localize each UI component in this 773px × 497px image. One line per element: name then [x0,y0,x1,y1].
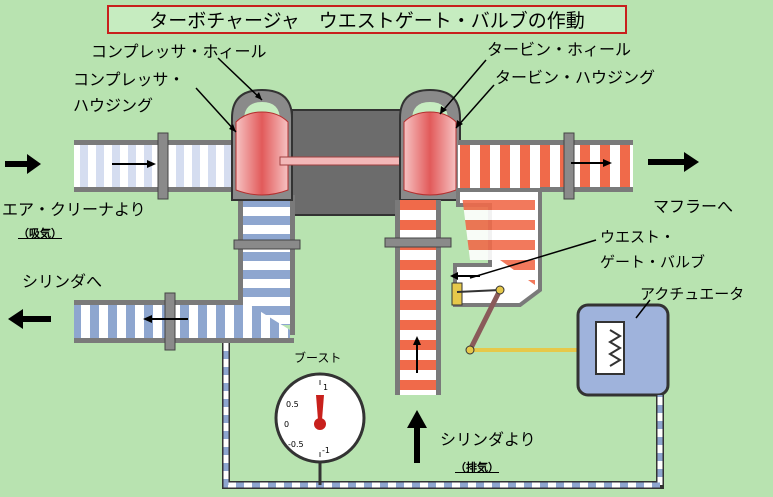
label-to-muffler: マフラーへ [653,197,734,216]
to-cylinder-pipe [74,292,294,351]
label-air-cleaner-from: エア・クリーナより [2,200,146,219]
label-wastegate-2: ゲート・バルブ [600,253,706,271]
label-to-cylinder: シリンダへ [22,272,103,291]
shaft [279,156,411,166]
compressor-assembly [231,88,293,201]
label-actuator: アクチュエータ [640,285,745,303]
intake-pipe [74,132,234,200]
boost-gauge [274,372,366,464]
leader-lines [195,57,651,319]
gauge-tick-0-5: 0.5 [286,400,299,409]
label-exhaust: （排気） [455,461,499,474]
label-intake: （吸気） [18,227,62,240]
actuator-body [576,303,670,397]
label-from-cylinder: シリンダより [440,430,536,449]
gauge-tick-minus-0-5: -0.5 [288,440,304,449]
label-turbine-housing: タービン・ハウジング [495,68,656,87]
boost-hose [222,343,664,489]
turbine-assembly [399,88,461,201]
label-compressor-housing-1: コンプレッサ・ [73,70,185,89]
label-wastegate-1: ウエスト・ [600,228,676,246]
gauge-tick-0: 0 [284,420,290,429]
label-compressor-wheel: コンプレッサ・ホィール [91,42,267,61]
title-text: ターボチャージャ ウエストゲート・バルブの作動 [149,10,585,32]
gauge-tick-1: 1 [323,383,329,392]
diagram-title: ターボチャージャ ウエストゲート・バルブの作動 [107,5,627,34]
compressor-outlet-pipe [233,195,301,335]
flow-arrows [5,152,699,463]
label-compressor-housing-2: ハウジング [73,96,154,115]
label-boost: ブースト [294,351,342,365]
gauge-tick-minus-1: -1 [322,446,330,455]
label-turbine-wheel: タービン・ホィール [487,40,632,59]
